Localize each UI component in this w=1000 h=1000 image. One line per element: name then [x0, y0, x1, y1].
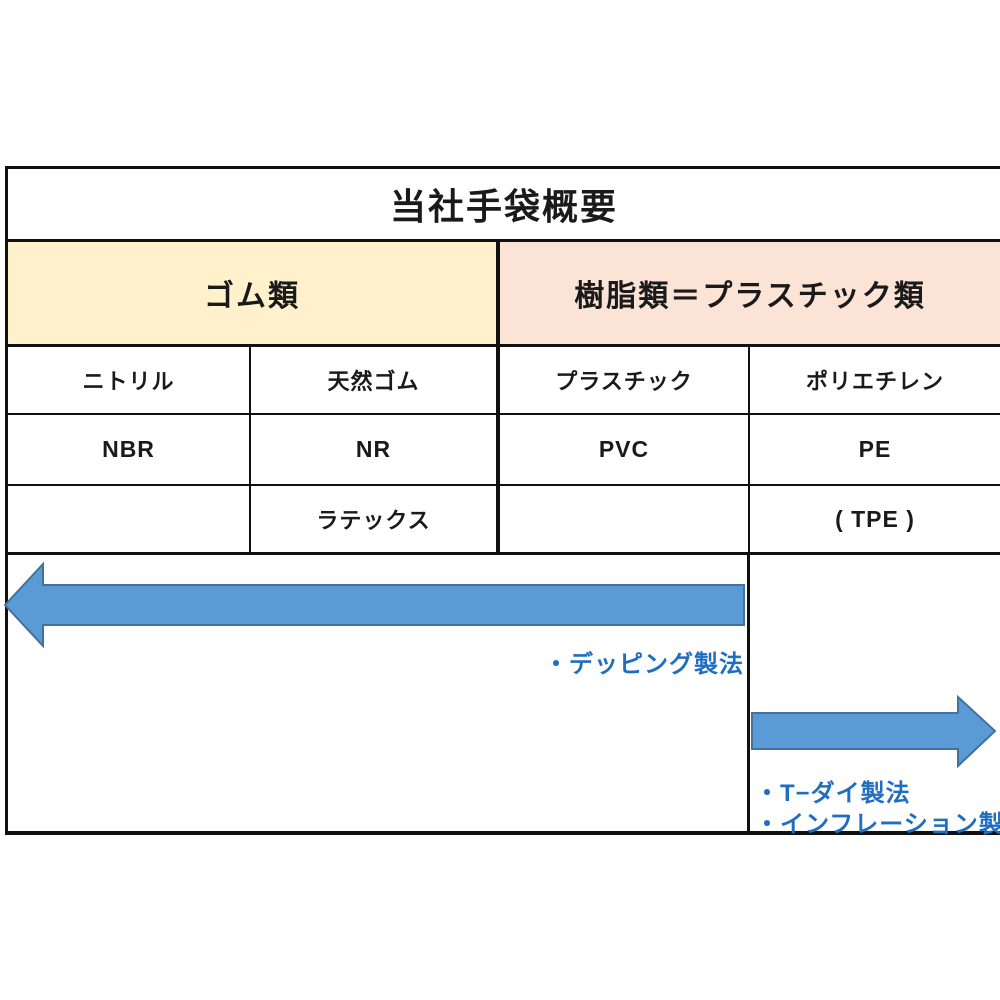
material-nitrile: ニトリル: [82, 369, 175, 394]
code-nr: NR: [355, 436, 392, 462]
table-border-bottom: [5, 831, 1000, 835]
material-plastic: プラスチック: [555, 369, 693, 394]
extra-empty-2: [500, 486, 748, 552]
bottom-section-divider: [747, 552, 750, 835]
code-nbr: NBR: [102, 436, 155, 462]
column-divider-3: [748, 344, 750, 555]
extrusion-method-arrow-right-icon: [751, 694, 997, 769]
dipping-method-arrow-left-icon: [4, 561, 745, 649]
material-natural-rubber: 天然ゴム: [327, 369, 420, 394]
category-rubber: ゴム類: [8, 242, 496, 344]
code-pvc: PVC: [598, 436, 650, 462]
category-plastic: 樹脂類＝プラスチック類: [500, 242, 1000, 344]
extra-latex: ラテックス: [316, 508, 431, 533]
column-divider-center: [496, 239, 500, 555]
column-divider-1: [249, 344, 251, 555]
table-border-left: [5, 166, 8, 835]
code-pe: PE: [858, 436, 892, 462]
material-row-bottom-line: [5, 413, 1000, 415]
t-die-method-label: ・T−ダイ製法: [755, 780, 911, 807]
page-title: 当社手袋概要: [389, 186, 618, 227]
inflation-method-label: ・インフレーション製法: [755, 811, 1000, 838]
extra-tpe: ( TPE ): [835, 505, 915, 532]
extra-empty-1: [8, 486, 249, 552]
table-border-top: [5, 166, 1000, 169]
dipping-method-label: ・デッピング製法: [544, 651, 744, 678]
code-row-bottom-line: [5, 484, 1000, 486]
extra-row-bottom-line: [5, 552, 1000, 555]
category-row-bottom-line: [5, 344, 1000, 347]
title-row-bottom-line: [5, 239, 1000, 242]
material-polyethylene: ポリエチレン: [805, 369, 944, 394]
